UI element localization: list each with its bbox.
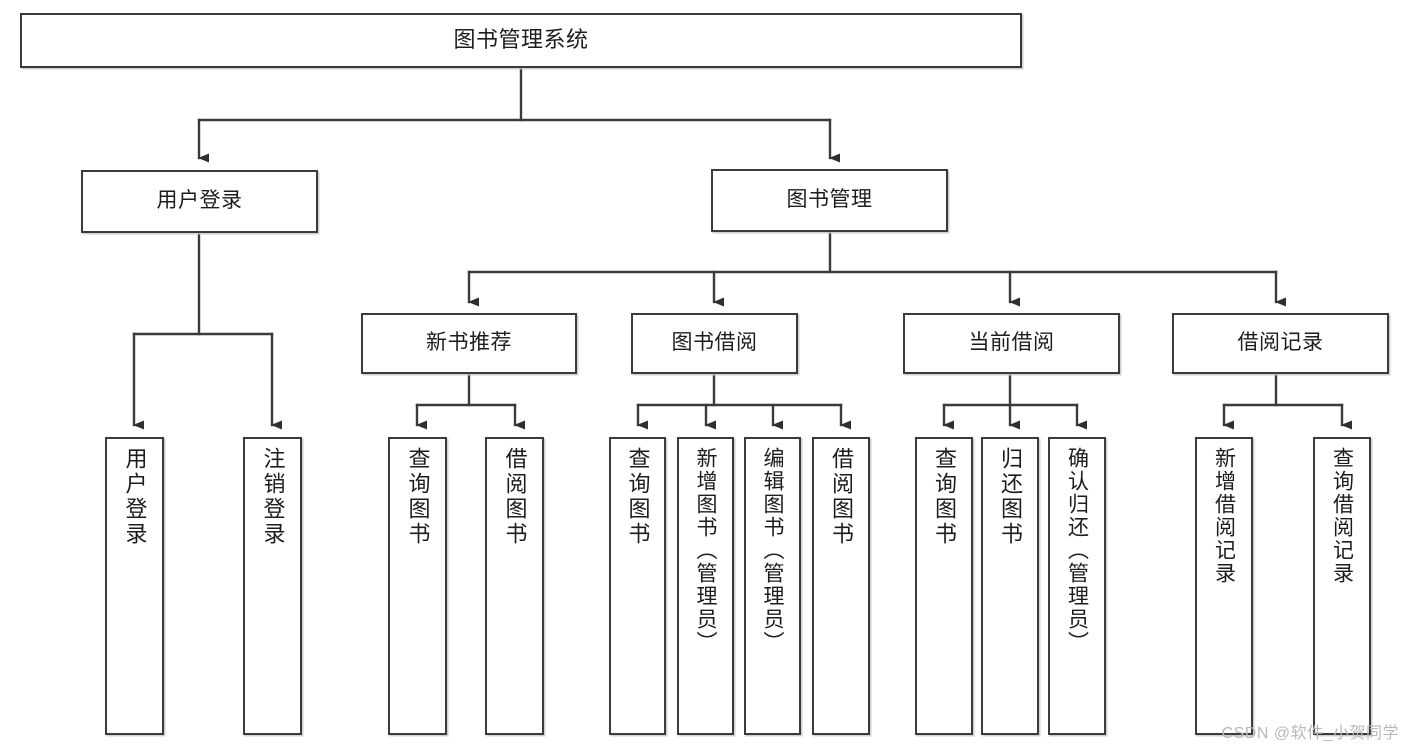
node-book-management[interactable]: 图书管理 [711, 169, 948, 232]
node-label: 用户登录 [156, 189, 243, 213]
node-label: 注销登录 [260, 447, 286, 547]
leaf-borrow-add-book-admin[interactable]: 新增图书（管理员） [677, 437, 734, 735]
node-label: 图书借阅 [671, 331, 758, 355]
leaf-records-query-record[interactable]: 查询借阅记录 [1313, 437, 1371, 735]
node-label: 用户登录 [122, 447, 148, 547]
node-borrow-records[interactable]: 借阅记录 [1172, 313, 1389, 374]
node-label: 借阅图书 [502, 447, 528, 547]
leaf-records-add-record[interactable]: 新增借阅记录 [1195, 437, 1253, 735]
node-label: 图书管理 [786, 188, 873, 212]
node-label: 编辑图书（管理员） [761, 447, 784, 654]
node-label: 查询图书 [932, 447, 957, 547]
leaf-recommend-query-book[interactable]: 查询图书 [388, 437, 447, 735]
leaf-recommend-borrow-book[interactable]: 借阅图书 [485, 437, 544, 735]
leaf-current-query-book[interactable]: 查询图书 [915, 437, 973, 735]
leaf-borrow-borrow-book[interactable]: 借阅图书 [812, 437, 870, 735]
node-label: 确认归还（管理员） [1065, 447, 1089, 654]
node-current-borrow[interactable]: 当前借阅 [903, 313, 1120, 374]
node-label: 查询借阅记录 [1330, 447, 1354, 585]
node-label: 当前借阅 [968, 331, 1055, 355]
leaf-current-confirm-return-admin[interactable]: 确认归还（管理员） [1048, 437, 1106, 735]
node-label: 归还图书 [998, 447, 1023, 547]
node-label: 查询图书 [625, 447, 651, 547]
node-root-system[interactable]: 图书管理系统 [20, 13, 1022, 68]
node-user-login[interactable]: 用户登录 [81, 170, 318, 233]
watermark: CSDN @软件_小贺同学 [1221, 725, 1399, 742]
node-label: 查询图书 [405, 447, 431, 547]
node-label: 图书管理系统 [453, 27, 589, 53]
node-label: 借阅图书 [829, 447, 854, 547]
node-label: 新增借阅记录 [1212, 447, 1236, 585]
leaf-current-return-book[interactable]: 归还图书 [981, 437, 1039, 735]
node-label: 借阅记录 [1237, 331, 1324, 355]
node-new-book-recommend[interactable]: 新书推荐 [361, 313, 577, 374]
node-book-borrow[interactable]: 图书借阅 [631, 313, 798, 374]
leaf-borrow-query-book[interactable]: 查询图书 [609, 437, 666, 735]
leaf-user-login-login[interactable]: 用户登录 [105, 437, 164, 735]
leaf-borrow-edit-book-admin[interactable]: 编辑图书（管理员） [744, 437, 801, 735]
node-label: 新增图书（管理员） [694, 447, 717, 654]
leaf-user-login-logout[interactable]: 注销登录 [243, 437, 302, 735]
node-label: 新书推荐 [426, 331, 512, 355]
